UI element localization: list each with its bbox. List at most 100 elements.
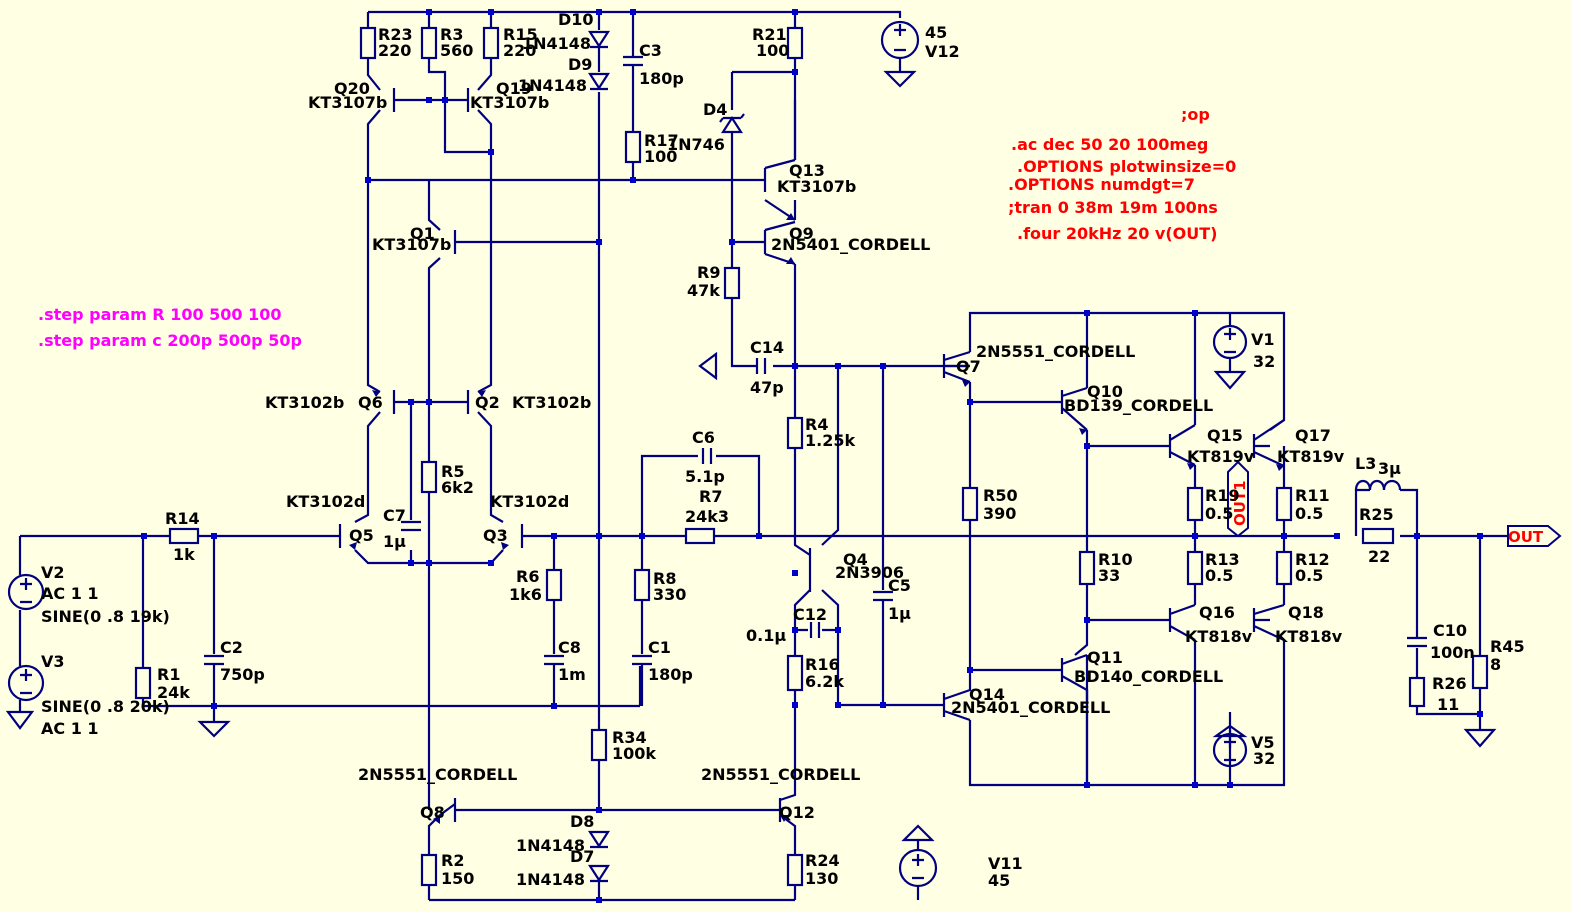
component-label: 1N746	[667, 135, 725, 154]
component-label: 0.5	[1295, 504, 1323, 523]
component-label: 750p	[220, 665, 265, 684]
component-label: R9	[697, 263, 720, 282]
junction-dots	[141, 9, 1483, 903]
component-label: KT818v	[1275, 627, 1343, 646]
component-label: 1N4148	[516, 870, 585, 889]
spice-directive[interactable]: .OPTIONS plotwinsize=0	[1017, 157, 1236, 176]
component-label: Q16	[1199, 603, 1235, 622]
component-label: R10	[1098, 550, 1133, 569]
component-label: KT3102b	[265, 393, 344, 412]
component-label: R5	[441, 462, 464, 481]
component-label: KT3102b	[512, 393, 591, 412]
component-label: V1	[1251, 330, 1275, 349]
spice-directive[interactable]: .step param R 100 500 100	[38, 305, 282, 324]
component-label: AC 1 1	[41, 584, 99, 603]
component-label: 0.5	[1205, 504, 1233, 523]
component-label: D9	[568, 55, 592, 74]
component-label: R16	[805, 655, 840, 674]
component-label: R50	[983, 486, 1018, 505]
out1-net-flag[interactable]: OUT1	[1227, 460, 1249, 538]
out1-net-label: OUT1	[1231, 480, 1249, 526]
component-label: Q2	[475, 393, 500, 412]
component-label: Q9	[789, 224, 814, 243]
component-label: 6.2k	[805, 672, 844, 691]
component-label: V5	[1251, 733, 1275, 752]
spice-directive[interactable]: ;op	[1181, 105, 1210, 124]
component-label: 1m	[558, 665, 586, 684]
component-label: 1µ	[888, 604, 911, 623]
component-label: C12	[793, 605, 827, 624]
component-label: 150	[441, 869, 474, 888]
out-net-flag[interactable]: OUT	[1507, 525, 1562, 547]
component-label: R34	[612, 728, 647, 747]
component-label: R21	[752, 25, 787, 44]
spice-directive[interactable]: .ac dec 50 20 100meg	[1011, 135, 1208, 154]
out-net-label: OUT	[1508, 528, 1544, 546]
component-label: D7	[570, 847, 594, 866]
component-label: Q5	[349, 526, 374, 545]
component-label: R26	[1432, 674, 1467, 693]
component-label: 1µ	[383, 532, 406, 551]
component-label: R1	[157, 665, 180, 684]
spice-directive[interactable]: .OPTIONS numdgt=7	[1008, 175, 1195, 194]
component-label: Q19	[496, 79, 532, 98]
component-label: BD140_CORDELL	[1074, 667, 1223, 686]
component-label: 390	[983, 504, 1016, 523]
component-label: 47p	[750, 378, 784, 397]
component-label: C1	[648, 638, 671, 657]
component-label: C10	[1433, 621, 1467, 640]
component-label: C6	[692, 428, 715, 447]
component-label: 0.1µ	[746, 626, 786, 645]
component-label: D4	[703, 100, 727, 119]
component-label: 45	[925, 23, 947, 42]
component-label: 2N5551_CORDELL	[701, 765, 860, 784]
component-label: KT818v	[1185, 627, 1253, 646]
component-label: 220	[503, 41, 536, 60]
component-label: 560	[440, 41, 473, 60]
component-label: C8	[558, 638, 581, 657]
component-label: R7	[699, 487, 722, 506]
transistors	[338, 88, 1285, 822]
component-label: 1k6	[509, 585, 542, 604]
component-label: 5.1p	[685, 467, 725, 486]
component-label: 11	[1437, 695, 1459, 714]
component-label: 33	[1098, 566, 1120, 585]
component-label: 1N4148	[522, 34, 591, 53]
component-label: R4	[805, 415, 828, 434]
spice-directive[interactable]: .four 20kHz 20 v(OUT)	[1017, 224, 1217, 243]
capacitors	[204, 55, 1427, 666]
spice-directive[interactable]: .step param c 200p 500p 50p	[38, 331, 302, 350]
component-label: 24k	[157, 683, 190, 702]
component-label: C14	[750, 338, 784, 357]
component-label: Q10	[1087, 382, 1123, 401]
component-label: KT3107b	[470, 93, 549, 112]
component-label: SINE(0 .8 20k)	[41, 697, 170, 716]
component-label: Q1	[410, 224, 435, 243]
component-label: KT3107b	[372, 235, 451, 254]
component-label: 47k	[687, 281, 720, 300]
component-label: Q7	[956, 357, 981, 376]
spice-directive[interactable]: ;tran 0 38m 19m 100ns	[1008, 198, 1218, 217]
component-label: 3µ	[1378, 459, 1401, 478]
component-label: 6k2	[441, 478, 474, 497]
component-label: 330	[653, 585, 686, 604]
component-label: R19	[1205, 486, 1240, 505]
component-label: KT819v	[1277, 447, 1345, 466]
component-label: Q14	[969, 685, 1005, 704]
component-label: D10	[558, 10, 594, 29]
component-label: V2	[41, 563, 65, 582]
component-label: AC 1 1	[41, 719, 99, 738]
component-label: R14	[165, 509, 200, 528]
component-label: C3	[639, 41, 662, 60]
component-label: 100k	[612, 744, 656, 763]
component-label: 2N5401_CORDELL	[951, 698, 1110, 717]
component-label: 32	[1253, 352, 1275, 371]
component-label: KT819v	[1187, 447, 1255, 466]
diodes	[587, 30, 745, 883]
component-label: L3	[1355, 454, 1376, 473]
inductor-l3	[1354, 479, 1402, 491]
component-label: Q8	[420, 803, 445, 822]
component-label: 45	[988, 871, 1010, 890]
